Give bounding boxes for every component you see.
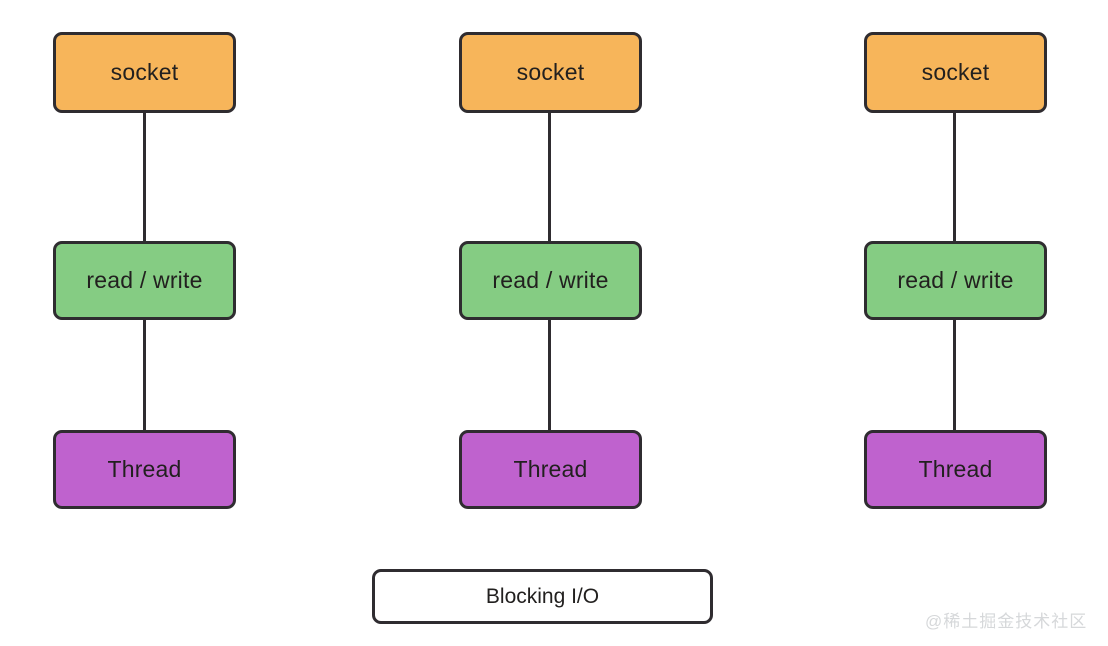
node-label: read / write: [86, 267, 203, 293]
watermark: @稀土掘金技术社区: [925, 612, 1088, 631]
node-socket-2: socket: [459, 32, 642, 113]
caption-label: Blocking I/O: [485, 585, 600, 608]
connector-socket-to-readwrite-3: [953, 110, 956, 244]
node-read-write-2: read / write: [459, 241, 642, 320]
node-label: Thread: [918, 456, 993, 482]
node-socket-1: socket: [53, 32, 236, 113]
node-read-write-3: read / write: [864, 241, 1047, 320]
node-thread-3: Thread: [864, 430, 1047, 509]
node-read-write-1: read / write: [53, 241, 236, 320]
connector-socket-to-readwrite-2: [548, 110, 551, 244]
connector-readwrite-to-thread-1: [143, 317, 146, 433]
node-label: socket: [921, 59, 990, 85]
node-label: socket: [516, 59, 585, 85]
connector-socket-to-readwrite-1: [143, 110, 146, 244]
node-socket-3: socket: [864, 32, 1047, 113]
node-thread-2: Thread: [459, 430, 642, 509]
node-label: Thread: [513, 456, 588, 482]
node-label: read / write: [897, 267, 1014, 293]
node-label: read / write: [492, 267, 609, 293]
node-thread-1: Thread: [53, 430, 236, 509]
connector-readwrite-to-thread-3: [953, 317, 956, 433]
node-label: Thread: [107, 456, 182, 482]
connector-readwrite-to-thread-2: [548, 317, 551, 433]
caption-blocking-io: Blocking I/O: [372, 569, 713, 624]
node-label: socket: [110, 59, 179, 85]
